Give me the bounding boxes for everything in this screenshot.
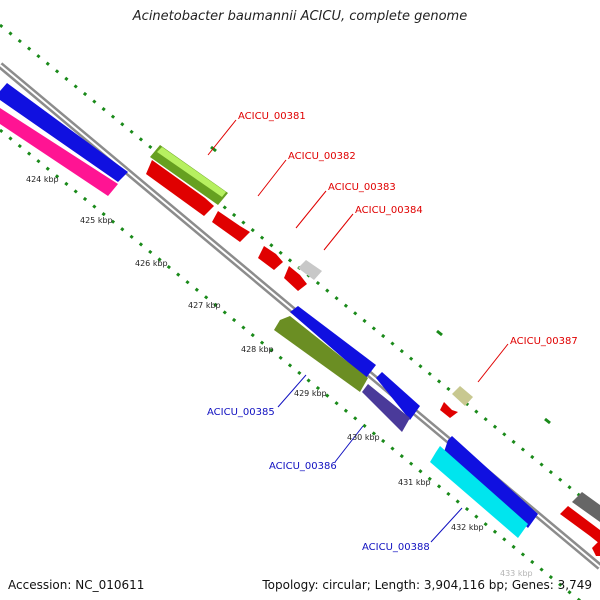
gene-blue-b[interactable]	[376, 372, 420, 420]
gene-blue-c[interactable]	[444, 436, 538, 528]
gene-acicu-00382[interactable]	[212, 211, 250, 242]
tick-label: 433 kbp	[500, 569, 533, 578]
tick-label: 430 kbp	[347, 433, 380, 442]
inner-dotted-ring	[0, 128, 582, 600]
gene-label-acicu-00384: ACICU_00384	[355, 205, 423, 216]
genome-summary-text: Topology: circular; Length: 3,904,116 bp…	[262, 578, 592, 592]
gene-label-acicu-00381: ACICU_00381	[238, 111, 306, 122]
gene-acicu-00381-highlight	[157, 147, 226, 197]
gene-right-red[interactable]	[560, 506, 600, 544]
gene-label-acicu-00386: ACICU_00386	[269, 461, 337, 472]
gene-label-acicu-00387: ACICU_00387	[510, 336, 578, 347]
tick-label: 432 kbp	[451, 523, 484, 532]
tick-label: 429 kbp	[294, 389, 327, 398]
gene-red-c[interactable]	[440, 402, 458, 418]
tick-label: 425 kbp	[80, 216, 113, 225]
gene-label-acicu-00388: ACICU_00388	[362, 542, 430, 553]
gene-labels[interactable]: ACICU_00381 ACICU_00382 ACICU_00383 ACIC…	[207, 111, 578, 553]
gene-blue-a[interactable]	[290, 306, 376, 378]
gene-left-magenta[interactable]	[0, 108, 118, 196]
gene-right-red-b[interactable]	[592, 540, 600, 556]
gene-acicu-00388[interactable]	[430, 446, 528, 538]
tick-label: 428 kbp	[241, 345, 274, 354]
gene-right-grey[interactable]	[572, 492, 600, 522]
gene-label-acicu-00385: ACICU_00385	[207, 407, 275, 418]
callout-lines	[207, 119, 509, 543]
gene-label-acicu-00382: ACICU_00382	[288, 151, 356, 162]
tick-labels: 424 kbp 425 kbp 426 kbp 427 kbp 428 kbp …	[26, 175, 533, 578]
gene-acicu-00386[interactable]	[362, 384, 410, 432]
tick-label: 431 kbp	[398, 478, 431, 487]
tick-label: 426 kbp	[135, 259, 168, 268]
gene-left-blue[interactable]	[0, 83, 128, 182]
tick-label: 424 kbp	[26, 175, 59, 184]
accession-text: Accession: NC_010611	[8, 578, 145, 592]
gene-acicu-00383[interactable]	[258, 246, 283, 270]
tick-label: 427 kbp	[188, 301, 221, 310]
gene-red-a[interactable]	[146, 160, 214, 216]
gene-acicu-00384[interactable]	[298, 260, 322, 280]
gene-red-b[interactable]	[284, 266, 307, 291]
gene-acicu-00385[interactable]	[274, 316, 368, 392]
gene-label-acicu-00383: ACICU_00383	[328, 182, 396, 193]
outer-ring-ticks	[210, 145, 551, 425]
gene-acicu-00387[interactable]	[452, 386, 473, 406]
map-title: Acinetobacter baumannii ACICU, complete …	[132, 9, 468, 24]
